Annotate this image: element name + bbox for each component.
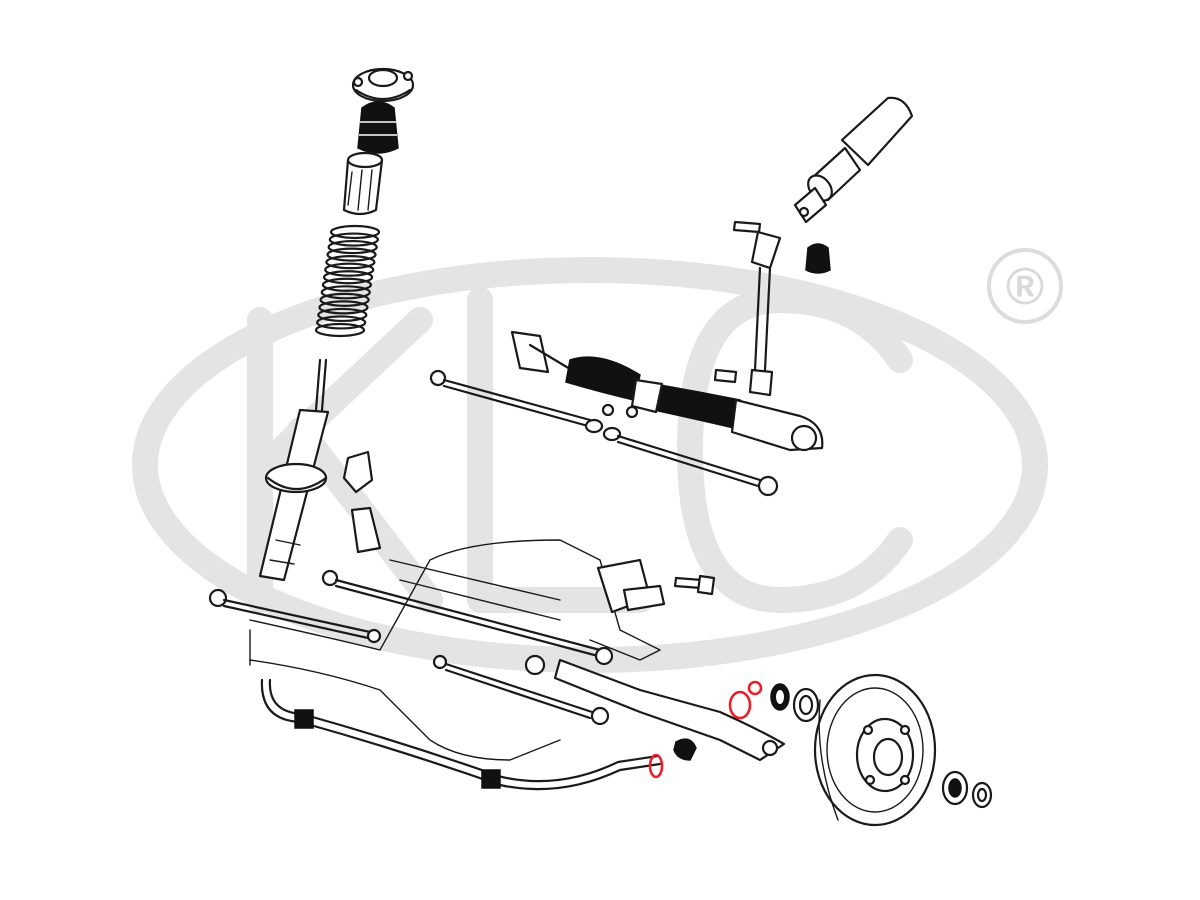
registered-mark: ® <box>1006 258 1044 316</box>
registered-mark-icon <box>987 248 1063 324</box>
spring-coil <box>314 322 366 338</box>
steering-column <box>793 96 914 224</box>
spring-coil <box>324 262 375 277</box>
subframe <box>249 539 666 761</box>
shock-absorber <box>258 358 330 582</box>
spring-coil <box>326 247 377 262</box>
tie-rod-upper <box>429 369 604 434</box>
wheel-bearing-seals <box>770 683 820 723</box>
spring-coil <box>321 277 373 292</box>
klf-watermark-logo: ® <box>132 248 1063 673</box>
tie-rod-lower-center <box>432 654 610 726</box>
control-arm <box>524 654 786 762</box>
spring-coil <box>320 285 371 300</box>
control-arm-washer <box>728 690 752 720</box>
bolt <box>673 574 716 596</box>
spring-coil <box>318 300 369 315</box>
spring-coil <box>327 239 378 255</box>
spring-coil <box>329 224 381 240</box>
tie-rod-lower-right <box>602 426 779 497</box>
bump-stop <box>357 101 399 154</box>
brake-drum <box>813 673 937 827</box>
stabilizer-bar-ring <box>648 753 664 779</box>
stabilizer-bar <box>260 678 697 791</box>
strut-assembly <box>258 67 415 582</box>
control-arm-nut <box>747 680 763 696</box>
strut-top-mount <box>351 67 415 103</box>
steering-rack <box>510 330 824 452</box>
steering-shaft-joint <box>713 220 831 397</box>
rack-boot-left <box>565 356 641 401</box>
bracket <box>342 450 382 554</box>
radius-rod <box>321 569 614 666</box>
spring-coil <box>328 232 379 247</box>
spring-coil <box>317 307 368 323</box>
spring-coil <box>325 255 376 270</box>
tie-rod-left <box>208 588 382 644</box>
highlighted-parts <box>648 680 763 779</box>
outer-bearing-washer <box>941 770 993 809</box>
coil-spring <box>314 224 381 338</box>
spring-coil <box>319 292 370 307</box>
dust-sleeve <box>342 151 384 216</box>
spring-coil <box>322 270 374 285</box>
spring-coil <box>316 315 367 330</box>
